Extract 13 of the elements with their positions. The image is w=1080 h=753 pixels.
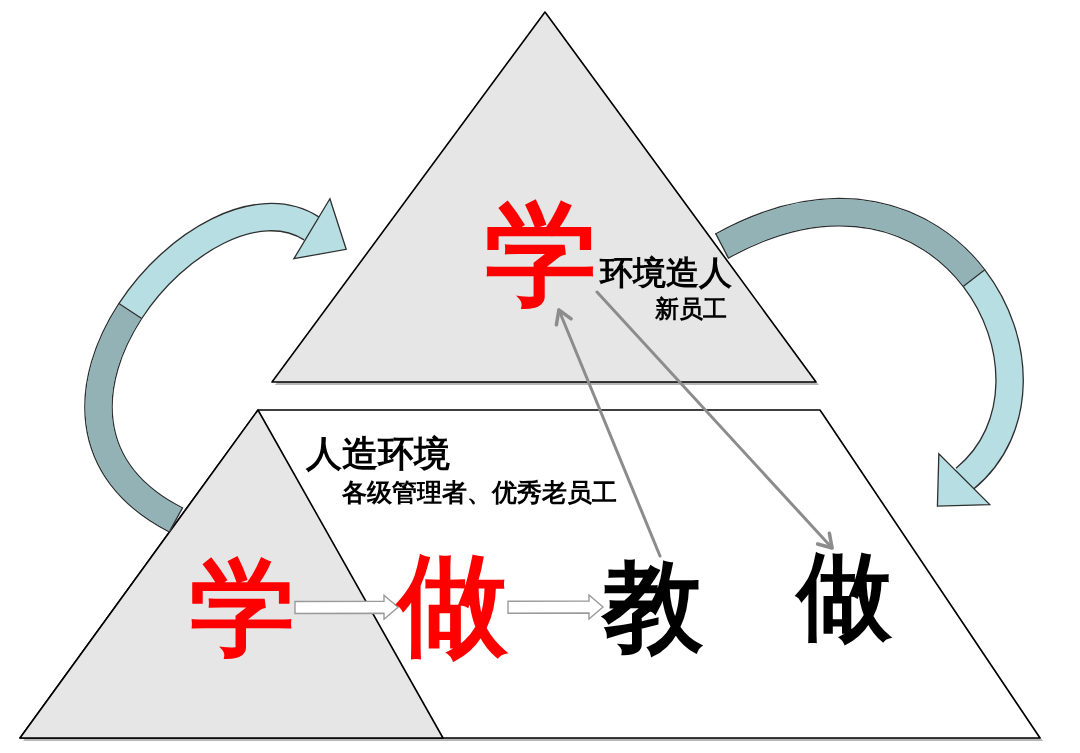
arrow: [595, 290, 834, 550]
calligraphy-character: 教: [603, 556, 703, 656]
subheading: 新员工: [655, 297, 727, 321]
arrow: [554, 308, 662, 558]
curved-arrow: [714, 198, 1024, 507]
heading: 环境造人: [600, 256, 732, 289]
calligraphy-character: 学: [190, 555, 295, 660]
curved-arrow: [85, 198, 347, 534]
subheading: 各级管理者、优秀老员工: [342, 480, 617, 505]
block-arrow: [294, 593, 400, 621]
block-arrow: [507, 593, 605, 621]
heading: 人造环境: [306, 436, 450, 472]
calligraphy-character: 学: [485, 198, 597, 310]
